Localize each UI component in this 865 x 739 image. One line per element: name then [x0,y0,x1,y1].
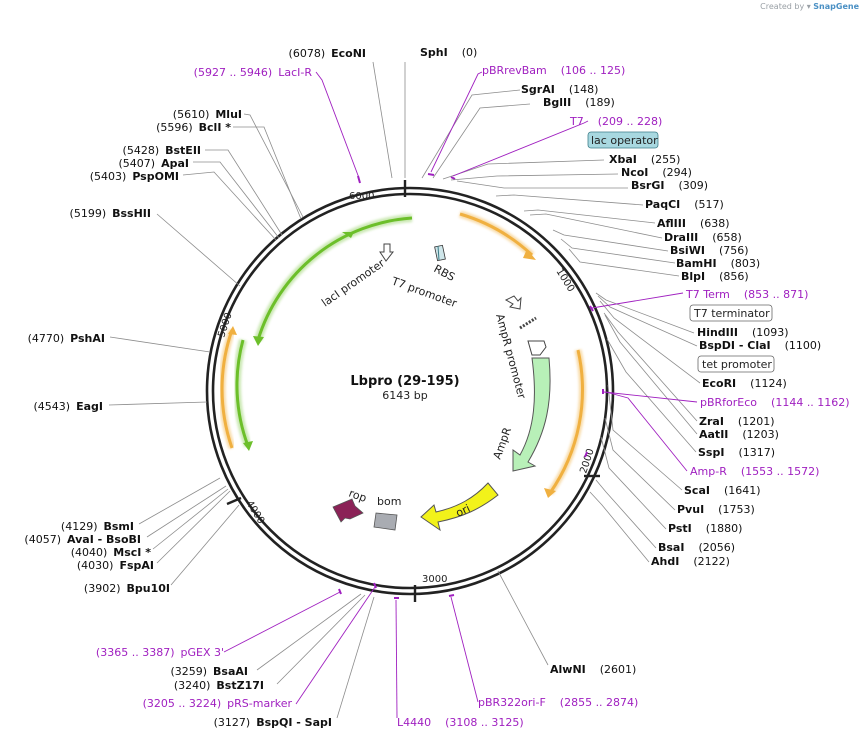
site-label: AlwNI(2601) [550,663,636,676]
site-label: SphI(0) [420,46,477,59]
site-label: PstI(1880) [668,522,742,535]
tet-promoter-arrow [527,340,547,356]
site-label: (5403)PspOMI [90,170,179,183]
site-label: (5407)ApaI [119,157,189,170]
lac-operator-text: lac operator [591,134,658,147]
ori-arrow [420,482,499,532]
site-label: BamHI(803) [676,257,760,270]
credit-brand: SnapGene [813,2,859,11]
site-label: AatII(1203) [699,428,779,441]
site-label: HindIII(1093) [697,326,789,339]
site-label: BspDI - ClaI(1100) [699,339,821,352]
primer-label: pBR322ori-F(2855 .. 2874) [478,696,638,709]
ampr-promoter-arrow [504,295,522,310]
site-label: (4543)EagI [34,400,103,413]
feature-label-ampr: AmpR [491,425,515,461]
backbone [205,186,615,596]
site-label: BsiWI(756) [670,244,749,257]
ampr-arrow [512,357,551,472]
bom-box [373,512,398,531]
primer-label: (5927 .. 5946)LacI-R [194,66,313,79]
site-label: (6078)EcoNI [289,47,366,60]
site-label: SgrAI(148) [521,83,598,96]
t7-terminator-mark [519,316,537,330]
plasmid-name: Lbpro (29-195) [350,374,459,389]
t7-terminator-text: T7 terminator [693,307,770,320]
tet-promoter-label: tet promoter [697,355,775,373]
primer-label: pBRforEco(1144 .. 1162) [700,396,850,409]
site-label: AflIII(638) [657,217,730,230]
site-label: (3240)BstZ17I [174,679,264,692]
feature-label-bom: bom [377,495,401,508]
feature-label-rop: rop [347,487,368,505]
site-label: (3127)BspQI - SapI [214,716,332,729]
laci-promoter-arrow [379,243,395,262]
site-label: (5428)BstEII [123,144,201,157]
site-label: BlpI(856) [681,270,749,283]
rop-arrow [332,498,364,523]
primer-label: pBRrevBam(106 .. 125) [482,64,625,77]
site-label: BglII(189) [543,96,615,109]
credit-prefix: Created by [760,2,805,11]
primer-labels: pBRrevBam(106 .. 125) T7(209 .. 228) T7 … [96,64,850,729]
rbs-marker [434,244,446,262]
site-label: SspI(1317) [698,446,775,459]
site-label: AhdI(2122) [651,555,730,568]
primer-label: (3365 .. 3387)pGEX 3' [96,646,224,659]
site-label: (4057)AvaI - BsoBI [24,533,141,546]
primer-leaders [223,71,698,719]
site-label: PvuI(1753) [677,503,755,516]
site-label: (4030)FspAI [77,559,154,572]
primer-marks [338,173,604,599]
site-label: ScaI(1641) [684,484,761,497]
site-label: (5610)MluI [173,108,242,121]
lac-operator-label: lac operator [587,131,659,149]
site-label: DraIII(658) [664,231,742,244]
feature-arcs [218,210,586,498]
primer-label: T7(209 .. 228) [569,115,662,128]
snapgene-credit: Created by ▾ SnapGene [760,2,859,11]
feature-label-rbs: RBS [432,262,458,284]
site-label: (3259)BsaAI [170,665,248,678]
tick-label: 3000 [422,574,447,585]
t7-terminator-label: T7 terminator [689,304,773,322]
site-label: EcoRI(1124) [702,377,787,390]
site-label: (5199)BssHII [70,207,151,220]
site-labels: SphI(0) SgrAI(148) BglII(189) XbaI(255) … [24,46,821,729]
plasmid-length: 6143 bp [382,389,427,402]
primer-label: (3205 .. 3224)pRS-marker [143,697,293,710]
tick-label: 6000 [349,191,374,202]
feature-label-ori: ori [454,502,472,520]
site-label: (4770)PshAI [28,332,105,345]
primer-label: L4440(3108 .. 3125) [397,716,524,729]
site-label: NcoI(294) [621,166,692,179]
snapgene-logo-icon: ▾ [806,2,811,11]
site-label: (4129)BsmI [61,520,134,533]
site-label: ZraI(1201) [699,415,775,428]
primer-label: Amp-R(1553 .. 1572) [690,465,819,478]
site-leaders [108,61,701,719]
primer-label: T7 Term(853 .. 871) [685,288,808,301]
site-label: BsrGI(309) [631,179,708,192]
site-label: (4040)MscI * [71,546,152,559]
site-label: (3902)Bpu10I [84,582,170,595]
feature-label-laci-promoter: lacI promoter [319,256,387,309]
tet-promoter-text: tet promoter [702,358,772,371]
site-label: (5596)BclI * [156,121,231,134]
site-label: BsaI(2056) [658,541,735,554]
site-label: PaqCI(517) [645,198,724,211]
site-label: XbaI(255) [609,153,680,166]
